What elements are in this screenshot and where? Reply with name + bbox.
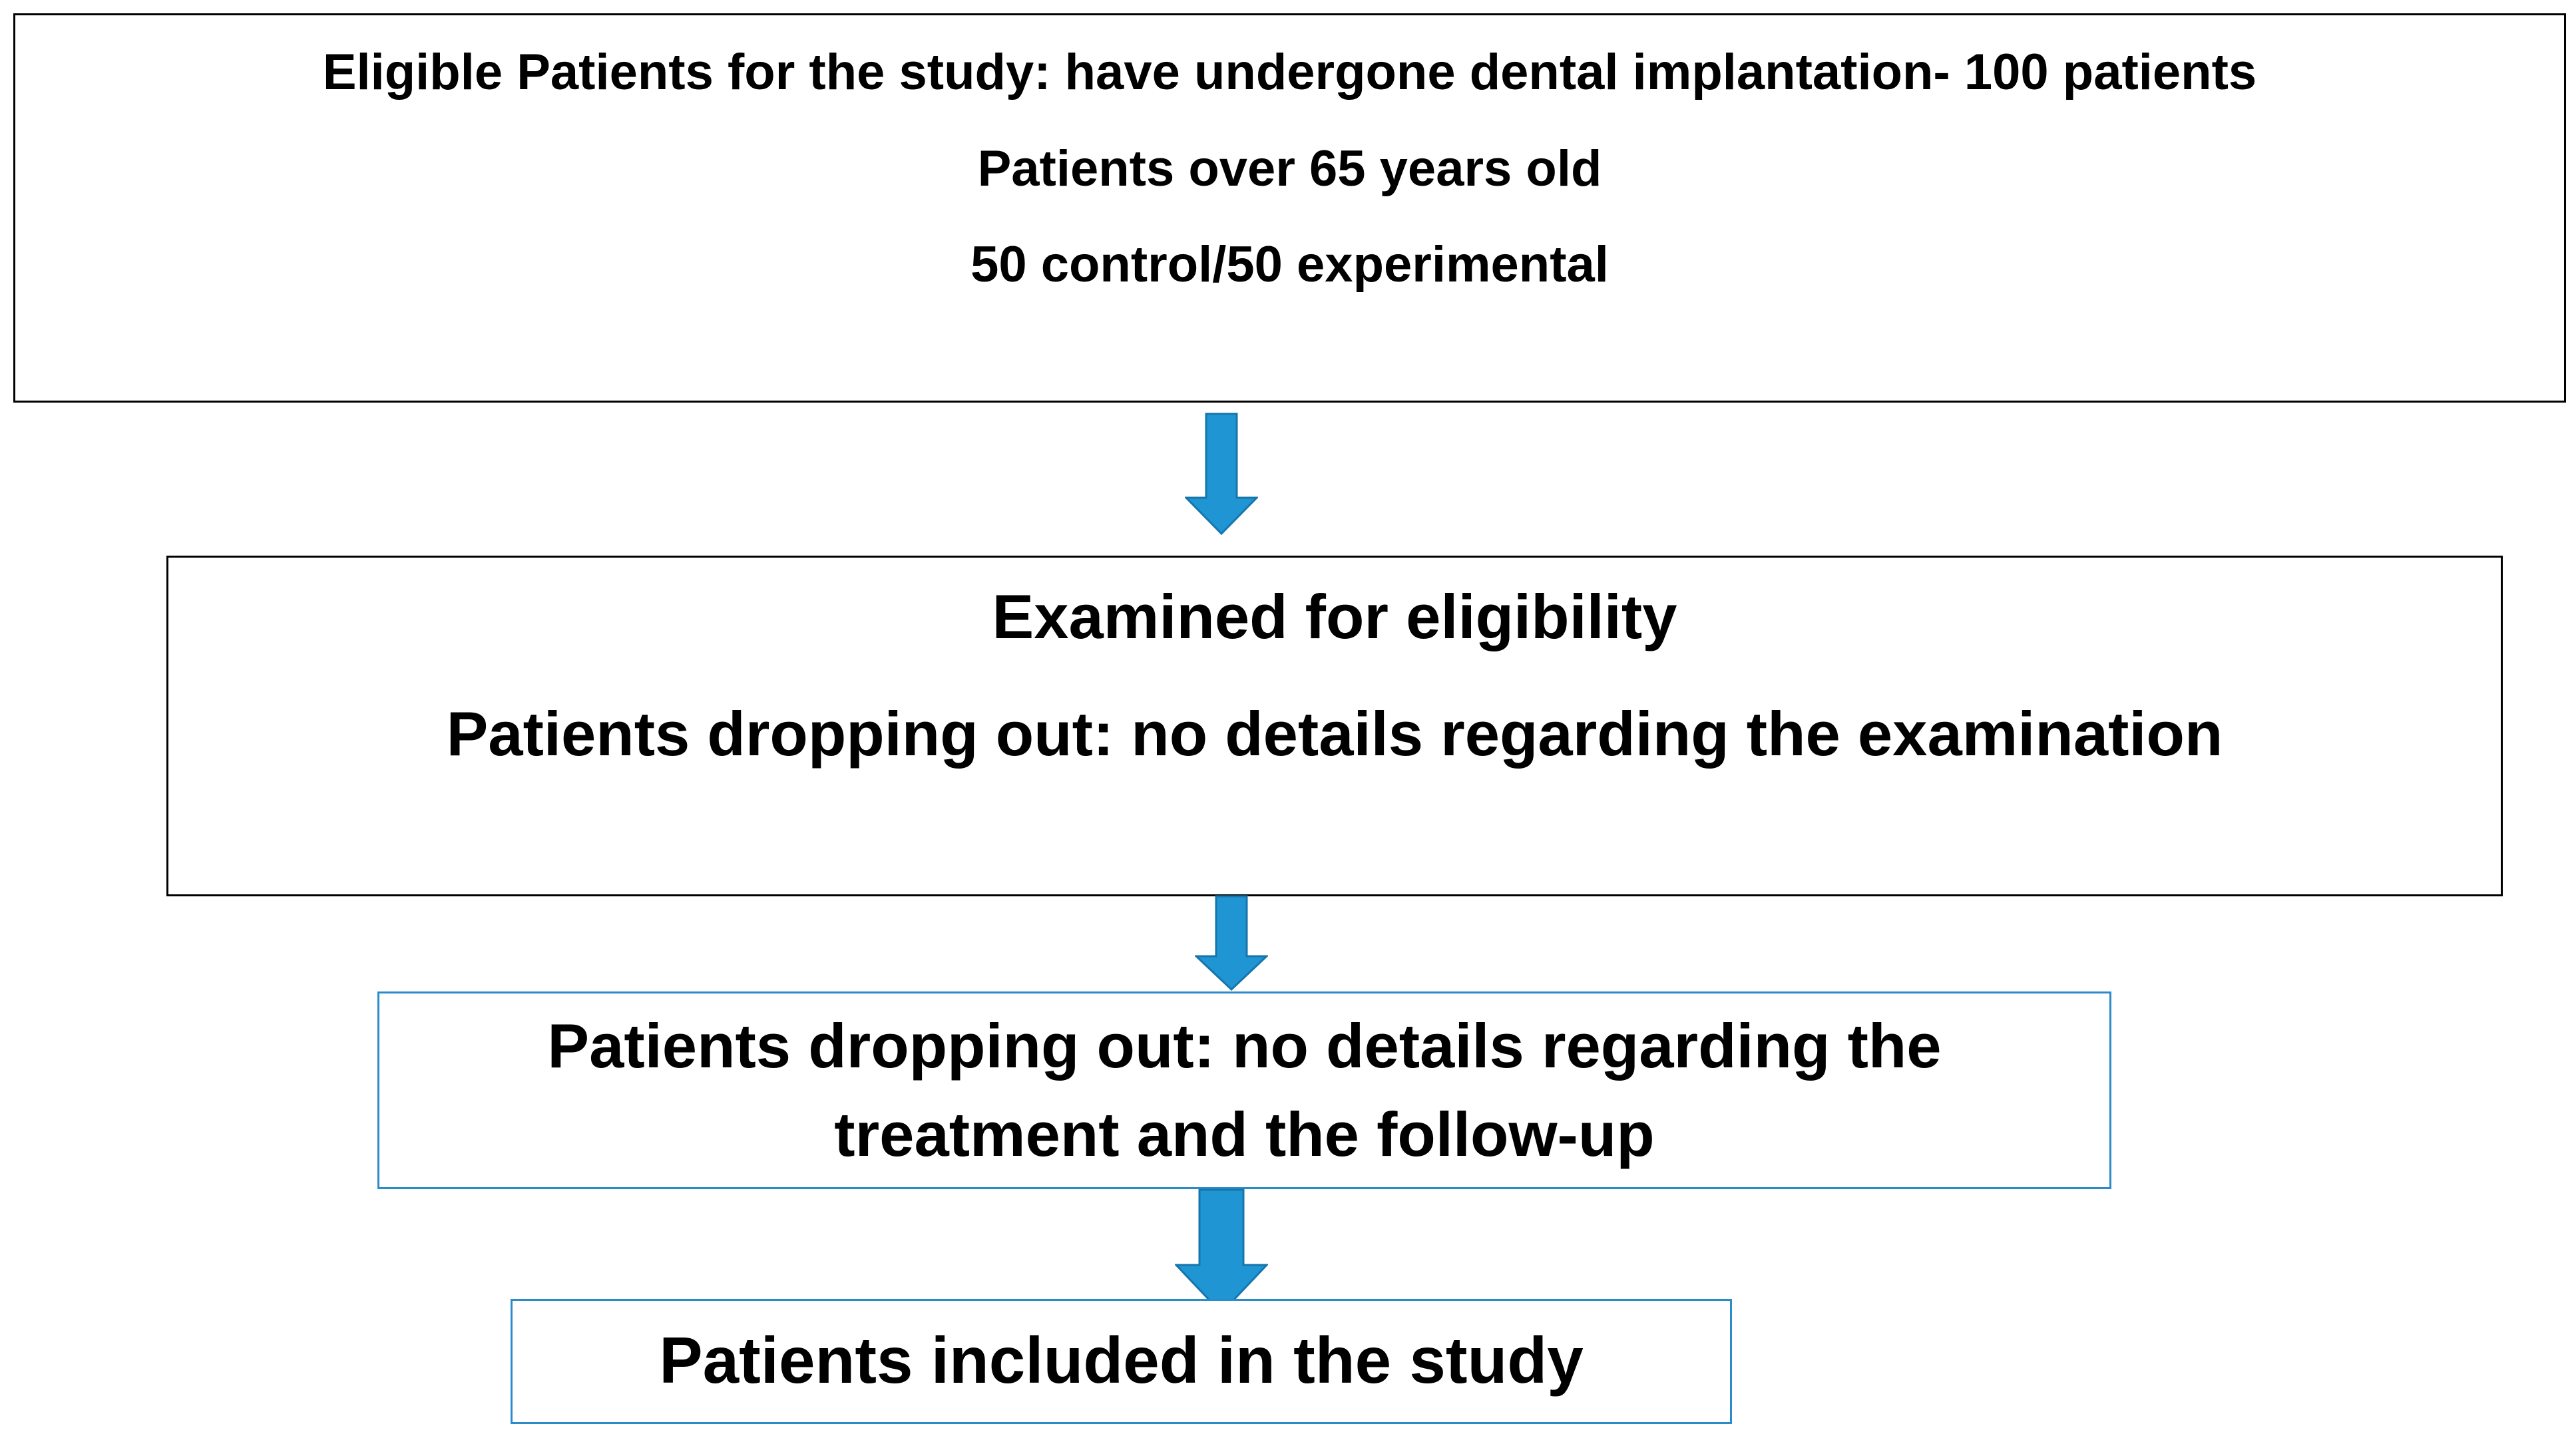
group-split-text: 50 control/50 experimental [970,236,1609,293]
down-arrow-icon [1175,1188,1268,1315]
down-arrow-icon [1185,413,1258,536]
included-patients-text: Patients included in the study [659,1324,1584,1397]
age-criterion-text: Patients over 65 years old [977,140,1602,197]
examined-eligibility-box: Examined for eligibility Patients droppi… [166,556,2503,896]
examined-title-text: Examined for eligibility [992,582,1677,651]
treatment-dropout-box: Patients dropping out: no details regard… [377,991,2111,1189]
examination-dropout-text: Patients dropping out: no details regard… [446,699,2223,769]
included-patients-box: Patients included in the study [511,1299,1732,1424]
treatment-dropout-text-line1: Patients dropping out: no details regard… [547,1011,1942,1081]
down-arrow-icon [1195,895,1268,991]
eligible-patients-text: Eligible Patients for the study: have un… [322,44,2257,100]
treatment-dropout-text-line2: treatment and the follow-up [834,1099,1655,1169]
eligible-patients-box: Eligible Patients for the study: have un… [13,13,2566,403]
